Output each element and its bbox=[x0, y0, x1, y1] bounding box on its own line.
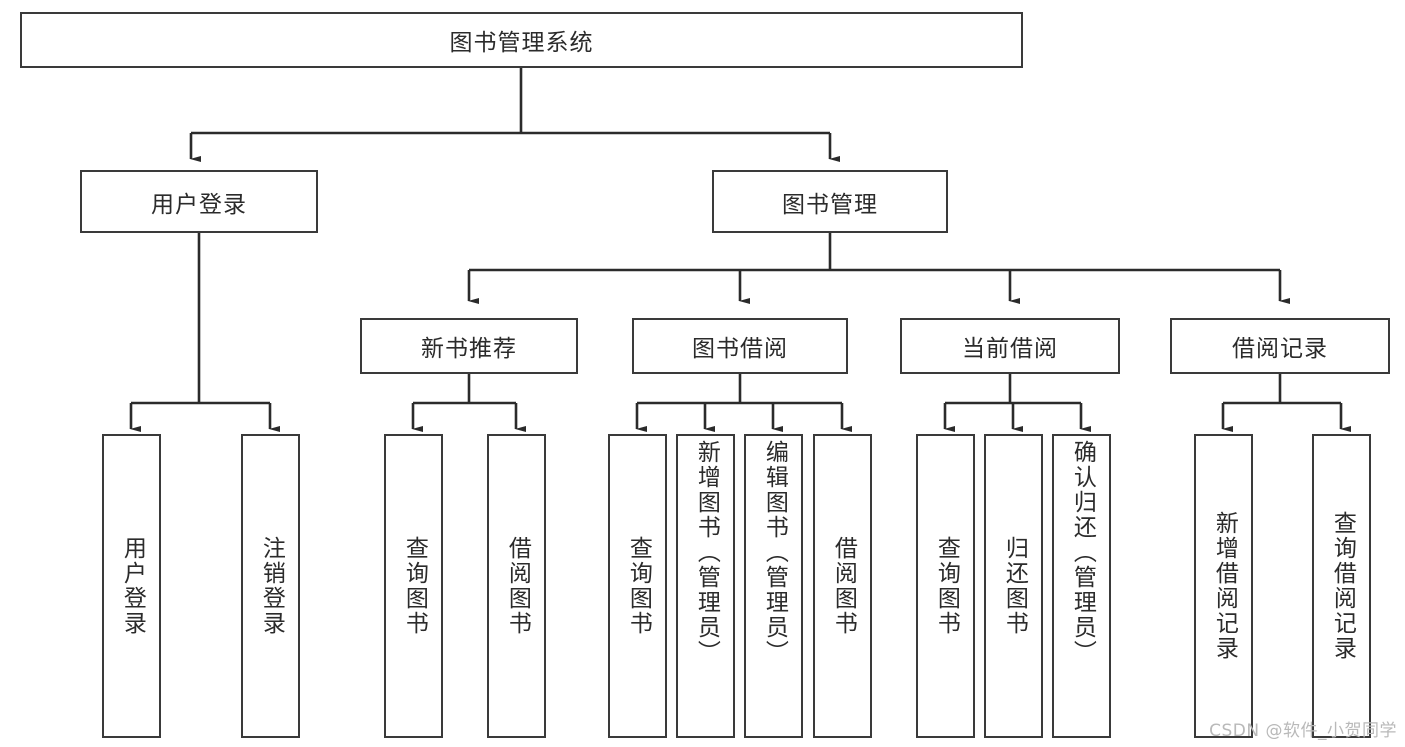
watermark: CSDN @软件_小贺同学 bbox=[1209, 721, 1397, 741]
node-label: 查询图书 bbox=[401, 536, 428, 636]
leaf-borrow-book-new[interactable]: 借阅图书 bbox=[487, 434, 546, 738]
node-label: 确认归还（管理员） bbox=[1069, 440, 1096, 665]
node-label: 借阅图书 bbox=[504, 536, 531, 636]
leaf-query-book-new[interactable]: 查询图书 bbox=[384, 434, 443, 738]
node-label: 注销登录 bbox=[258, 536, 285, 636]
node-root[interactable]: 图书管理系统 bbox=[20, 12, 1023, 68]
node-current-borrow[interactable]: 当前借阅 bbox=[900, 318, 1120, 374]
leaf-query-book-current[interactable]: 查询图书 bbox=[916, 434, 975, 738]
node-label: 当前借阅 bbox=[962, 336, 1058, 362]
leaf-confirm-return-admin[interactable]: 确认归还（管理员） bbox=[1052, 434, 1111, 738]
node-label: 新增图书（管理员） bbox=[693, 440, 720, 665]
leaf-logout[interactable]: 注销登录 bbox=[241, 434, 300, 738]
leaf-user-login[interactable]: 用户登录 bbox=[102, 434, 161, 738]
node-label: 查询图书 bbox=[933, 536, 960, 636]
leaf-add-book-admin[interactable]: 新增图书（管理员） bbox=[676, 434, 735, 738]
node-label: 借阅记录 bbox=[1232, 336, 1328, 362]
node-label: 图书管理 bbox=[782, 191, 878, 218]
node-label: 用户登录 bbox=[119, 536, 146, 636]
node-new-book-recommend[interactable]: 新书推荐 bbox=[360, 318, 578, 374]
leaf-query-book-borrow[interactable]: 查询图书 bbox=[608, 434, 667, 738]
node-label: 查询借阅记录 bbox=[1329, 511, 1356, 661]
node-label: 图书管理系统 bbox=[449, 30, 594, 56]
node-label: 新书推荐 bbox=[421, 336, 517, 362]
node-label: 查询图书 bbox=[625, 536, 652, 636]
leaf-add-borrow-record[interactable]: 新增借阅记录 bbox=[1194, 434, 1253, 738]
leaf-borrow-book[interactable]: 借阅图书 bbox=[813, 434, 872, 738]
node-label: 借阅图书 bbox=[830, 536, 857, 636]
node-book-management[interactable]: 图书管理 bbox=[712, 170, 948, 233]
node-label: 新增借阅记录 bbox=[1211, 511, 1238, 661]
node-borrow-record[interactable]: 借阅记录 bbox=[1170, 318, 1390, 374]
leaf-return-book[interactable]: 归还图书 bbox=[984, 434, 1043, 738]
leaf-query-borrow-record[interactable]: 查询借阅记录 bbox=[1312, 434, 1371, 738]
node-label: 图书借阅 bbox=[692, 336, 788, 362]
node-label: 编辑图书（管理员） bbox=[761, 440, 788, 665]
node-label: 归还图书 bbox=[1001, 536, 1028, 636]
leaf-edit-book-admin[interactable]: 编辑图书（管理员） bbox=[744, 434, 803, 738]
node-user-login[interactable]: 用户登录 bbox=[80, 170, 318, 233]
node-label: 用户登录 bbox=[151, 191, 247, 218]
node-book-borrow[interactable]: 图书借阅 bbox=[632, 318, 848, 374]
